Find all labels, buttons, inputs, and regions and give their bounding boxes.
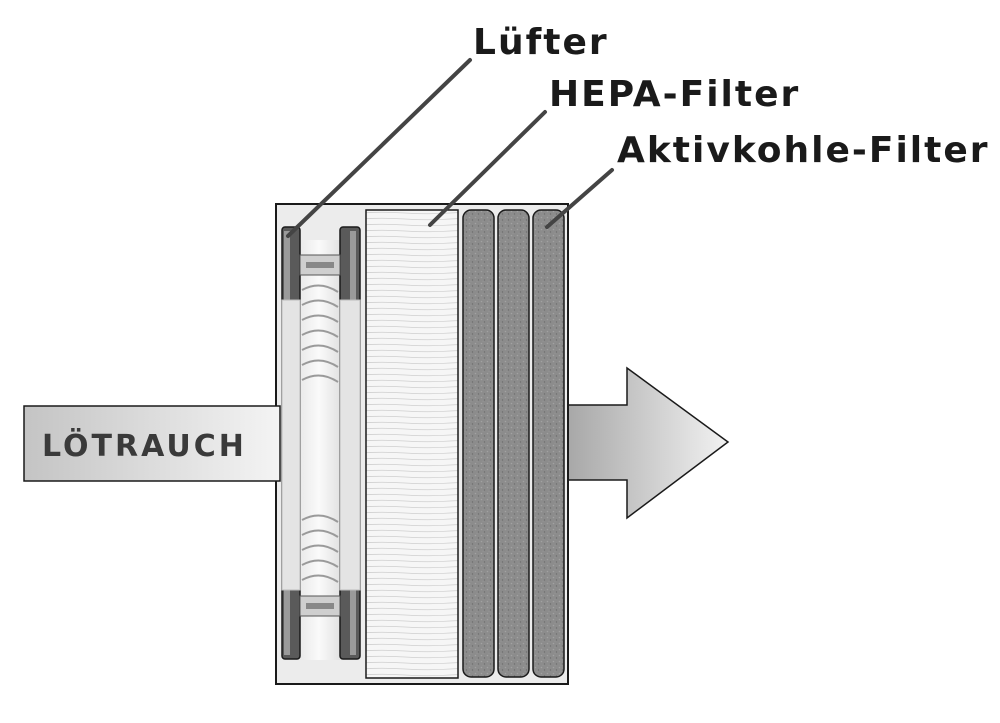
carbon-label: Aktivkohle-Filter bbox=[617, 130, 990, 171]
carbon-filter-layer-2 bbox=[497, 209, 530, 678]
fan-leader-line bbox=[286, 58, 472, 238]
carbon-leader-line bbox=[545, 168, 614, 229]
hepa-label: HEPA-Filter bbox=[549, 74, 800, 115]
inflow-label: LÖTRAUCH bbox=[42, 427, 247, 464]
outflow-arrow bbox=[559, 366, 730, 520]
fan-label: Lüfter bbox=[473, 22, 609, 63]
carbon-filters bbox=[462, 209, 565, 678]
inflow-arrow bbox=[23, 405, 281, 482]
carbon-filter-layer-1 bbox=[462, 209, 495, 678]
hepa-leader-line bbox=[428, 110, 547, 227]
fan bbox=[281, 226, 361, 660]
carbon-filter-layer-3 bbox=[532, 209, 565, 678]
hepa-filter bbox=[365, 209, 459, 679]
